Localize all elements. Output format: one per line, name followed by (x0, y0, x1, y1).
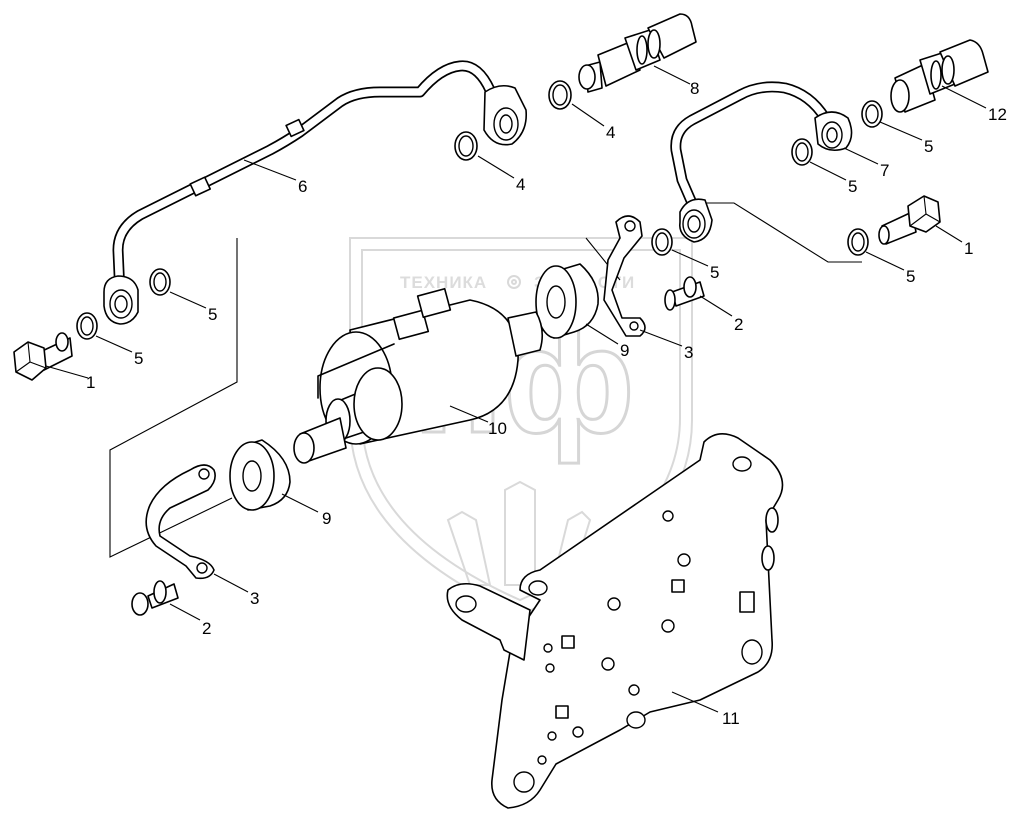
washer-4-upper (548, 80, 572, 110)
callout-4-lower: 4 (516, 175, 525, 194)
callout-9-upper: 9 (620, 341, 629, 360)
callout-3-lower: 3 (250, 589, 259, 608)
washer-5-right-low (847, 228, 869, 256)
mounting-plate (446, 433, 784, 809)
spacer-upper (535, 263, 599, 339)
callout-2-lower: 2 (202, 619, 211, 638)
callout-leaders (45, 65, 987, 713)
washer-4-lower (454, 131, 478, 161)
washer-5-center (651, 228, 673, 256)
banjo-bolt-left (13, 332, 73, 381)
fuel-pump (293, 287, 544, 464)
callout-8: 8 (690, 79, 699, 98)
callout-5-left-lower: 5 (134, 349, 143, 368)
fitting-8 (578, 13, 697, 93)
fuel-tube-left (103, 60, 528, 325)
banjo-bolt-right (878, 195, 941, 245)
callout-1-right: 1 (964, 239, 973, 258)
callout-7: 7 (880, 161, 889, 180)
callout-6: 6 (298, 177, 307, 196)
washer-5-top-right (861, 100, 883, 128)
callout-4-upper: 4 (606, 123, 615, 142)
callout-5-right-low: 5 (906, 267, 915, 286)
screw-lower (131, 580, 179, 616)
strap-bracket-lower (145, 464, 216, 580)
callout-2-upper: 2 (734, 315, 743, 334)
callout-5-center: 5 (710, 263, 719, 282)
fuel-tube-right (670, 81, 853, 243)
washer-5-left-lower (76, 312, 98, 340)
watermark-name-left: ТЕХНИКА (400, 273, 487, 292)
callout-5-left-upper: 5 (208, 305, 217, 324)
strap-bracket-upper (603, 215, 646, 337)
callout-5-top-right: 5 (924, 137, 933, 156)
callout-5-mid-right: 5 (848, 177, 857, 196)
gear-icon (507, 275, 521, 289)
fitting-12 (890, 39, 989, 113)
callout-10: 10 (488, 419, 507, 438)
screw-upper (664, 276, 705, 311)
washer-5-left-upper (149, 268, 171, 296)
callout-labels: 1 1 2 2 3 3 4 4 5 5 5 5 5 5 5 6 7 8 9 9 … (86, 79, 1007, 728)
callout-9-lower: 9 (322, 509, 331, 528)
callout-1-left: 1 (86, 373, 95, 392)
callout-11: 11 (722, 709, 740, 728)
seal-washers (76, 80, 883, 340)
spacer-lower (229, 439, 291, 511)
callout-12: 12 (988, 105, 1007, 124)
callout-3-upper: 3 (684, 343, 693, 362)
washer-5-mid-right (791, 138, 813, 166)
